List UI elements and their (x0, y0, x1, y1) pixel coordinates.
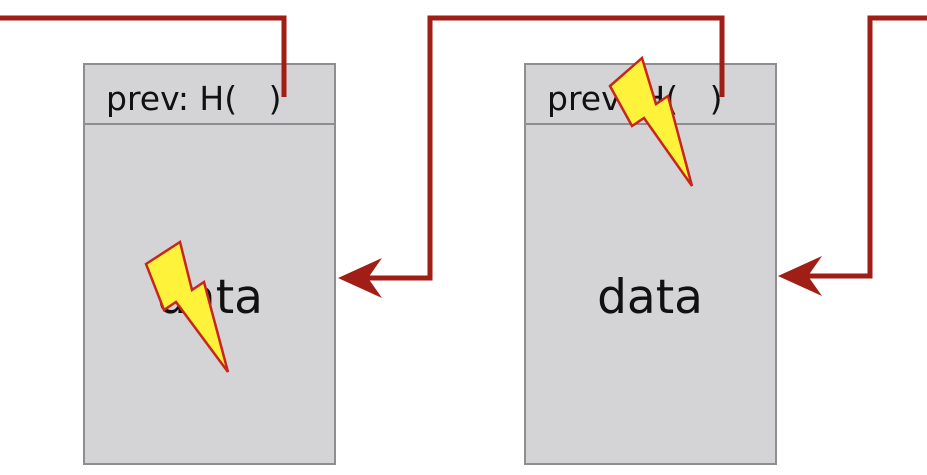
lightning-bolt-icon (608, 55, 694, 187)
block-1: prev: H( ) data (83, 63, 336, 465)
arrowhead-icon (338, 258, 382, 298)
hash-pointer-link-3-to-2 (798, 15, 927, 279)
block-2-data-label: data (597, 270, 703, 325)
lightning-bolt-icon (144, 240, 230, 373)
block-1-body (83, 63, 336, 465)
hash-pointer-link-in (0, 15, 287, 97)
arrowhead-icon (778, 256, 822, 296)
block-1-header-label: prev: H( ) (106, 79, 281, 118)
block-2-body (524, 63, 777, 465)
block-1-header (83, 63, 336, 125)
hash-pointer-link-2-to-1 (358, 15, 725, 281)
